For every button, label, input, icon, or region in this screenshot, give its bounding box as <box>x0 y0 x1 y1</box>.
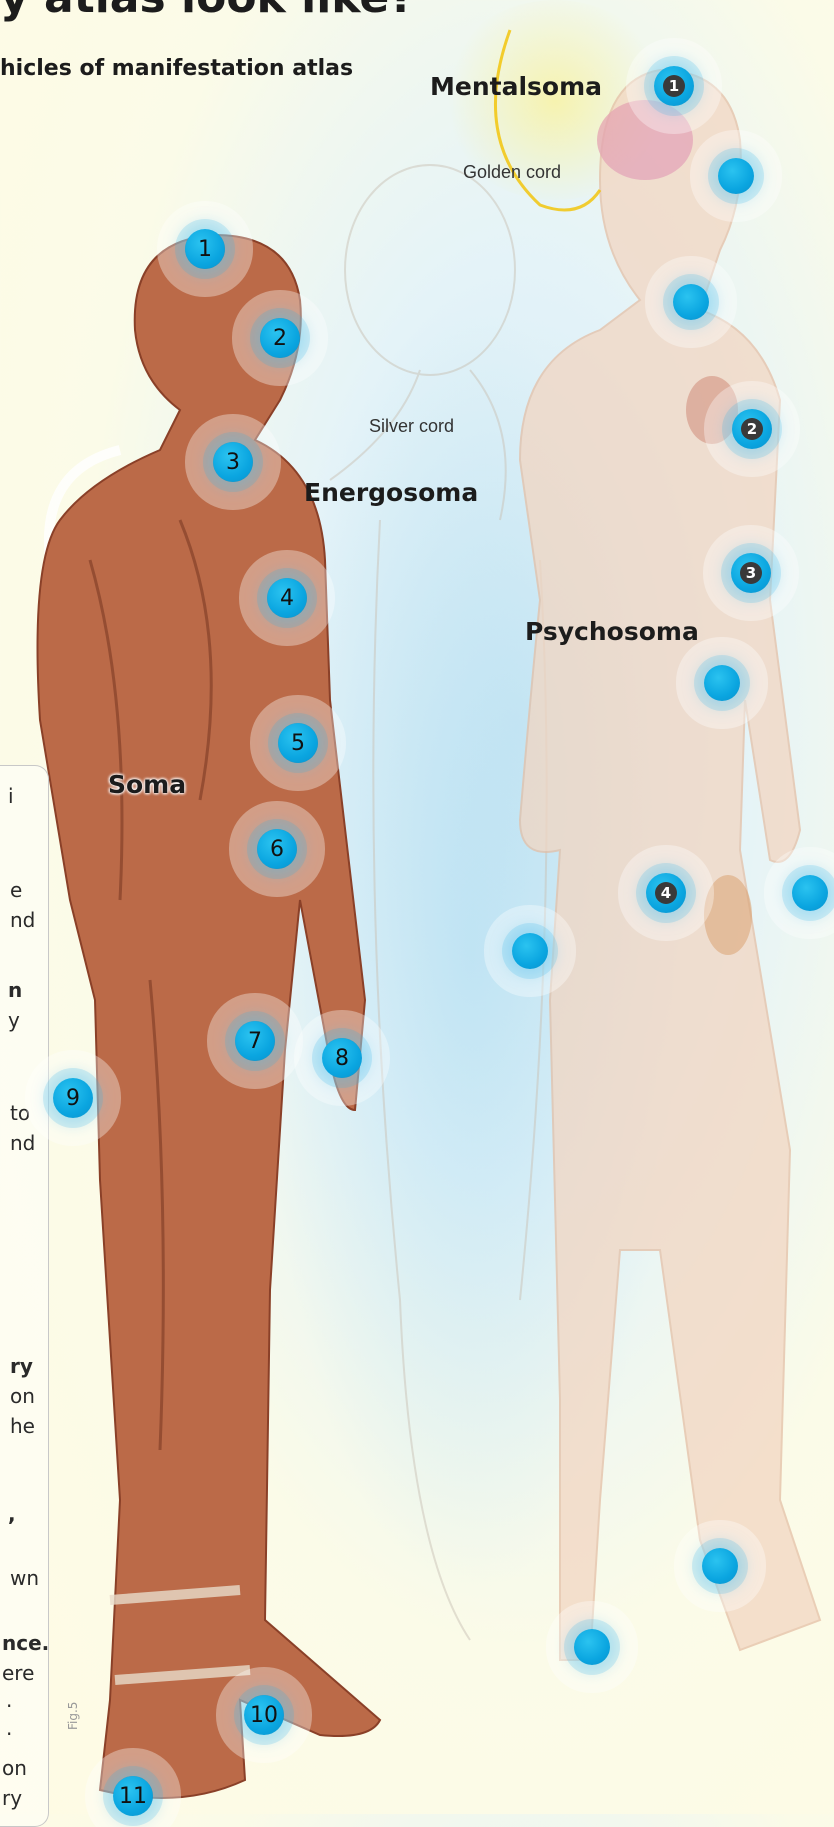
energosoma-figure <box>330 165 547 1640</box>
soma-marker-4[interactable]: 4 <box>267 578 307 618</box>
marker-number: 1 <box>663 75 685 97</box>
sidebar-text: . <box>6 1688 12 1712</box>
energosoma-marker-blank[interactable] <box>574 1629 610 1665</box>
sidebar-text: to <box>10 1101 30 1125</box>
psychosoma-marker-3[interactable]: 3 <box>731 553 771 593</box>
sidebar-text: ry <box>10 1354 33 1378</box>
soma-marker-10[interactable]: 10 <box>244 1695 284 1735</box>
psychosoma-marker-blank[interactable] <box>702 1548 738 1584</box>
soma-marker-5[interactable]: 5 <box>278 723 318 763</box>
soma-marker-9[interactable]: 9 <box>53 1078 93 1118</box>
sidebar-text: i <box>8 784 14 808</box>
soma-marker-8[interactable]: 8 <box>322 1038 362 1078</box>
psychosoma-marker-2[interactable]: 2 <box>732 409 772 449</box>
sidebar-text: . <box>6 1716 12 1740</box>
sidebar-text: y <box>8 1008 20 1032</box>
psychosoma-figure <box>520 70 820 1660</box>
page-title: y atlas look like? <box>0 0 415 23</box>
psychosoma-marker-blank[interactable] <box>718 158 754 194</box>
soma-figure <box>38 235 381 1798</box>
golden-cord <box>495 30 600 210</box>
sidebar-text: nce. <box>2 1631 49 1655</box>
sidebar-text: ry <box>2 1786 22 1810</box>
soma-marker-2[interactable]: 2 <box>260 318 300 358</box>
marker-number: 4 <box>655 882 677 904</box>
label-golden-cord: Golden cord <box>463 162 561 183</box>
sidebar-text: nd <box>10 1131 35 1155</box>
sidebar-text: n <box>8 978 22 1002</box>
label-mentalsoma: Mentalsoma <box>430 72 602 101</box>
sidebar-text: on <box>10 1384 35 1408</box>
sidebar-text: ere <box>2 1661 34 1685</box>
sidebar-text: , <box>8 1502 16 1526</box>
psychosoma-marker-4[interactable]: 4 <box>646 873 686 913</box>
figure-label: Fig.5 <box>66 1702 80 1730</box>
sidebar-text: he <box>10 1414 35 1438</box>
psychosoma-marker-blank[interactable] <box>792 875 828 911</box>
psychosoma-marker-blank[interactable] <box>704 665 740 701</box>
marker-number: 3 <box>740 562 762 584</box>
marker-number: 2 <box>741 418 763 440</box>
sidebar-text: e <box>10 878 22 902</box>
sidebar-text: on <box>2 1756 27 1780</box>
soma-marker-7[interactable]: 7 <box>235 1021 275 1061</box>
soma-marker-11[interactable]: 11 <box>113 1776 153 1816</box>
sidebar-text: nd <box>10 908 35 932</box>
label-soma: Soma <box>108 770 186 799</box>
sidebar-panel: i e nd n y to nd ry on he , wn nce. ere … <box>0 765 49 1827</box>
psychosoma-marker-1[interactable]: 1 <box>654 66 694 106</box>
label-silver-cord: Silver cord <box>369 416 454 437</box>
soma-marker-1[interactable]: 1 <box>185 229 225 269</box>
psychosoma-marker-blank[interactable] <box>673 284 709 320</box>
soma-marker-3[interactable]: 3 <box>213 442 253 482</box>
soma-marker-6[interactable]: 6 <box>257 829 297 869</box>
label-energosoma: Energosoma <box>304 478 478 507</box>
label-psychosoma: Psychosoma <box>525 617 699 646</box>
sidebar-text: wn <box>10 1566 39 1590</box>
page-subtitle: hicles of manifestation atlas <box>0 56 353 81</box>
energosoma-marker-blank[interactable] <box>512 933 548 969</box>
